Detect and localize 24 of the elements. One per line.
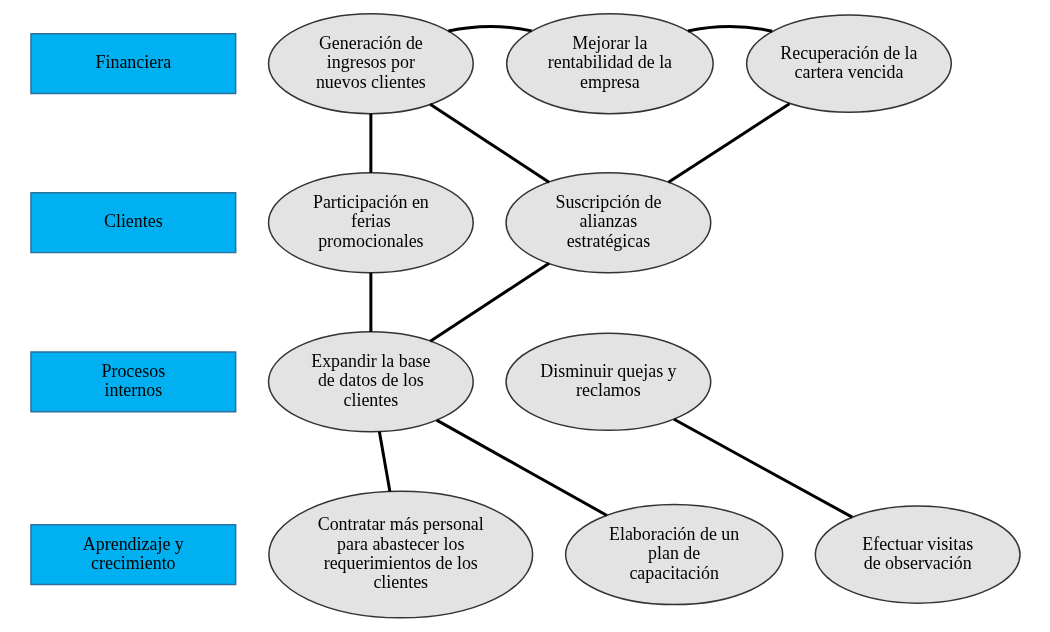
node-ellipse: Suscripción de alianzas estratégicas bbox=[504, 172, 711, 274]
node-ellipse: Expandir la base de datos de los clientes bbox=[267, 331, 474, 433]
node-ellipse: Recuperación de la cartera vencida bbox=[745, 14, 952, 113]
node-ellipse: Participación en ferias promocionales bbox=[267, 172, 474, 274]
connector bbox=[377, 431, 391, 492]
node-ellipse: Mejorar la rentabilidad de la empresa bbox=[505, 12, 714, 115]
connector bbox=[667, 102, 790, 184]
node-ellipse: Contratar más personal para abastecer los requerimientos de los clientes bbox=[267, 490, 533, 619]
connector bbox=[672, 418, 853, 519]
node-box: Aprendizaje y crecimiento bbox=[29, 523, 236, 586]
connector bbox=[428, 261, 550, 343]
connector bbox=[368, 113, 372, 173]
connector bbox=[447, 24, 532, 33]
node-ellipse: Generación de ingresos por nuevos clientes bbox=[267, 12, 474, 115]
node-ellipse: Disminuir quejas y reclamos bbox=[504, 332, 711, 432]
connector bbox=[687, 24, 772, 33]
connector bbox=[435, 418, 608, 517]
node-ellipse: Elaboración de un plan de capacitación bbox=[564, 503, 783, 606]
node-box: Clientes bbox=[29, 192, 236, 254]
connector bbox=[368, 272, 372, 332]
node-box: Procesos internos bbox=[29, 351, 236, 413]
node-box: Financiera bbox=[29, 33, 236, 95]
node-ellipse: Efectuar visitas de observación bbox=[814, 505, 1021, 604]
connector bbox=[428, 102, 550, 184]
